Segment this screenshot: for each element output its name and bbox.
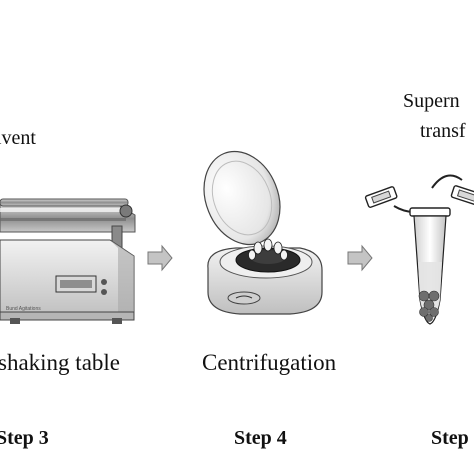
supernatant-note-line1: Supern [403, 90, 460, 112]
step-label-4: Step 4 [234, 427, 287, 449]
shaking-table-illustration [0, 198, 136, 324]
centrifuge-illustration [203, 150, 323, 315]
step-label-5: Step [431, 427, 469, 449]
tube-transfer-illustration [364, 174, 474, 325]
arrow-right-icon [147, 244, 173, 272]
solvent-note: lvent [0, 127, 36, 149]
panel-caption-centrifugation: Centrifugation [202, 350, 337, 375]
arrow-right-icon [347, 244, 373, 272]
supernatant-note-line2: transf [420, 120, 466, 142]
shaker-brand-text: Bund Agitations [6, 306, 41, 312]
step-label-3: Step 3 [0, 427, 49, 449]
panel-caption-shaking-table: shaking table [0, 350, 120, 375]
